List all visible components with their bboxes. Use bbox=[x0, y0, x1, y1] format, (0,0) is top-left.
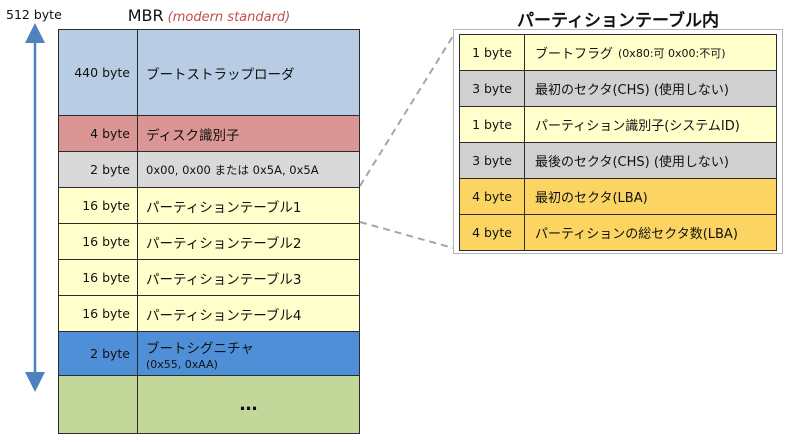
mbr-subtitle: (modern standard) bbox=[167, 10, 291, 25]
first-sector-lba-label: 最初のセクタ(LBA) bbox=[535, 191, 648, 206]
pt-row-size: 3 byte bbox=[460, 143, 525, 178]
pt-row-size: 1 byte bbox=[460, 107, 525, 142]
first-sector-chs-label: 最初のセクタ(CHS) (使用しない) bbox=[535, 83, 730, 98]
mbr-title: MBR(modern standard) bbox=[58, 6, 360, 25]
reserved-bytes-label: 0x00, 0x00 または 0x5A, 0x5A bbox=[146, 162, 319, 177]
pt-row-boot-flag: 1 byte ブートフラグ (0x80:可 0x00:不可) bbox=[459, 34, 777, 70]
last-sector-chs-label: 最後のセクタ(CHS) (使用しない) bbox=[535, 155, 730, 170]
mbr-row-size: 16 byte bbox=[59, 224, 138, 259]
mbr-row-label: パーティションテーブル4 bbox=[138, 296, 359, 331]
mbr-title-main: MBR bbox=[127, 6, 164, 25]
pt-row-label: 最初のセクタ(CHS) (使用しない) bbox=[525, 71, 776, 106]
boot-signature-value: (0x55, 0xAA) bbox=[146, 357, 218, 371]
mbr-row-size: 16 byte bbox=[59, 188, 138, 223]
mbr-row-size: 4 byte bbox=[59, 116, 138, 151]
total-size-label: 512 byte bbox=[6, 7, 62, 22]
mbr-row-label: パーティションテーブル1 bbox=[138, 188, 359, 223]
connector-line-top bbox=[359, 35, 454, 187]
mbr-row-label: … bbox=[138, 376, 359, 433]
mbr-row-remainder: … bbox=[59, 375, 359, 433]
mbr-row-label: ブートストラップローダ bbox=[138, 30, 359, 115]
bootstrap-loader-label: ブートストラップローダ bbox=[146, 66, 295, 83]
disk-id-label: ディスク識別子 bbox=[146, 127, 240, 144]
mbr-row-partition-3: 16 byte パーティションテーブル3 bbox=[59, 259, 359, 295]
partition-table-title: パーティションテーブル内 bbox=[517, 11, 719, 31]
partition-table-1-label: パーティションテーブル1 bbox=[146, 199, 302, 216]
mbr-row-size: 16 byte bbox=[59, 260, 138, 295]
pt-row-total-sectors: 4 byte パーティションの総セクタ数(LBA) bbox=[459, 214, 777, 251]
pt-row-label: パーティションの総セクタ数(LBA) bbox=[525, 215, 776, 250]
partition-table-detail: 1 byte ブートフラグ (0x80:可 0x00:不可) 3 byte 最初の… bbox=[453, 29, 783, 254]
partition-table-2-label: パーティションテーブル2 bbox=[146, 235, 302, 252]
connector-line-bottom bbox=[359, 221, 454, 249]
pt-row-size: 4 byte bbox=[460, 179, 525, 214]
mbr-row-partition-4: 16 byte パーティションテーブル4 bbox=[59, 295, 359, 331]
pt-row-size: 1 byte bbox=[460, 35, 525, 70]
mbr-row-label: パーティションテーブル2 bbox=[138, 224, 359, 259]
pt-row-system-id: 1 byte パーティション識別子(システムID) bbox=[459, 106, 777, 142]
pt-row-first-lba: 4 byte 最初のセクタ(LBA) bbox=[459, 178, 777, 214]
boot-signature-label: ブートシグニチャ bbox=[146, 340, 254, 357]
ellipsis: … bbox=[239, 394, 258, 415]
mbr-row-label: ブートシグニチャ (0x55, 0xAA) bbox=[138, 332, 359, 375]
pt-row-label: パーティション識別子(システムID) bbox=[525, 107, 776, 142]
mbr-row-label: 0x00, 0x00 または 0x5A, 0x5A bbox=[138, 152, 359, 187]
partition-id-label: パーティション識別子(システムID) bbox=[535, 119, 740, 134]
pt-row-label: 最後のセクタ(CHS) (使用しない) bbox=[525, 143, 776, 178]
mbr-row-partition-1: 16 byte パーティションテーブル1 bbox=[59, 187, 359, 223]
pt-row-label: 最初のセクタ(LBA) bbox=[525, 179, 776, 214]
mbr-row-disk-id: 4 byte ディスク識別子 bbox=[59, 115, 359, 151]
mbr-row-size: 2 byte bbox=[59, 152, 138, 187]
mbr-row-size: 440 byte bbox=[59, 30, 138, 115]
pt-row-size: 3 byte bbox=[460, 71, 525, 106]
mbr-row-label: ディスク識別子 bbox=[138, 116, 359, 151]
mbr-row-reserved: 2 byte 0x00, 0x00 または 0x5A, 0x5A bbox=[59, 151, 359, 187]
partition-table-4-label: パーティションテーブル4 bbox=[146, 307, 302, 324]
mbr-row-bootstrap: 440 byte ブートストラップローダ bbox=[59, 30, 359, 115]
mbr-row-partition-2: 16 byte パーティションテーブル2 bbox=[59, 223, 359, 259]
boot-flag-label: ブートフラグ bbox=[535, 47, 614, 62]
mbr-table: 440 byte ブートストラップローダ 4 byte ディスク識別子 2 by… bbox=[58, 29, 360, 434]
mbr-row-label: パーティションテーブル3 bbox=[138, 260, 359, 295]
mbr-row-boot-signature: 2 byte ブートシグニチャ (0x55, 0xAA) bbox=[59, 331, 359, 375]
mbr-row-size: 2 byte bbox=[59, 332, 138, 375]
pt-row-size: 4 byte bbox=[460, 215, 525, 250]
boot-flag-values: (0x80:可 0x00:不可) bbox=[618, 46, 726, 60]
pt-row-first-chs: 3 byte 最初のセクタ(CHS) (使用しない) bbox=[459, 70, 777, 106]
mbr-row-size: 16 byte bbox=[59, 296, 138, 331]
pt-row-label: ブートフラグ (0x80:可 0x00:不可) bbox=[525, 35, 776, 70]
total-sectors-lba-label: パーティションの総セクタ数(LBA) bbox=[535, 227, 738, 242]
mbr-row-size bbox=[59, 376, 138, 433]
partition-table-3-label: パーティションテーブル3 bbox=[146, 271, 302, 288]
pt-row-last-chs: 3 byte 最後のセクタ(CHS) (使用しない) bbox=[459, 142, 777, 178]
